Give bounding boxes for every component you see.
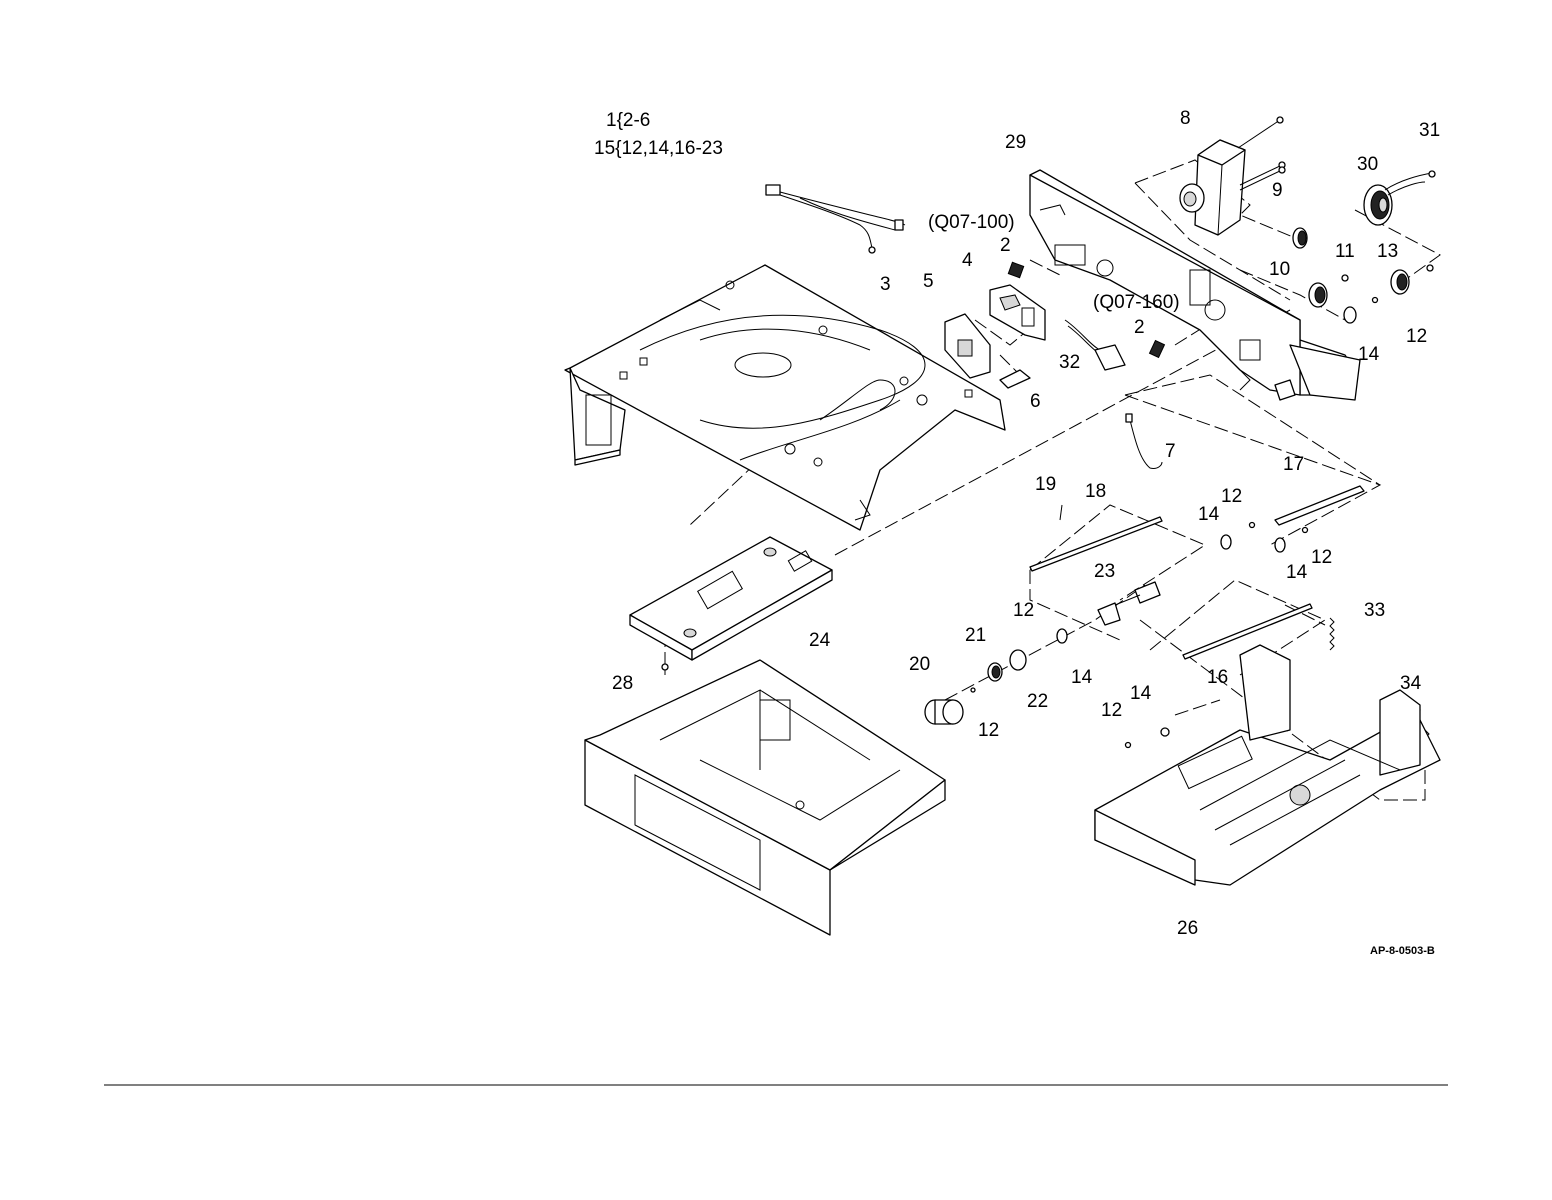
callout-26: 26 xyxy=(1177,918,1198,939)
callout-23: 23 xyxy=(1094,561,1115,582)
callout-4: 4 xyxy=(962,250,973,271)
callout-5: 5 xyxy=(923,271,934,292)
callout-9: 9 xyxy=(1272,180,1283,201)
callout-13: 13 xyxy=(1377,241,1398,262)
gear-10 xyxy=(1309,283,1327,307)
drive-motor xyxy=(1180,117,1285,235)
callout-q07-160: (Q07-160) xyxy=(1093,292,1180,313)
figure-id: AP-8-0503-B xyxy=(1370,945,1435,957)
bearing-14-top xyxy=(1344,298,1378,324)
callout-2-upper: 2 xyxy=(1000,235,1011,256)
callout-3: 3 xyxy=(880,274,891,295)
callout-12-top: 12 xyxy=(1406,326,1427,347)
connector-lower xyxy=(1150,341,1165,358)
callout-12-mid: 12 xyxy=(1221,486,1242,507)
callout-2-lower: 2 xyxy=(1134,317,1145,338)
callout-28: 28 xyxy=(612,673,633,694)
callout-12-right: 12 xyxy=(1311,547,1332,568)
connector-upper xyxy=(1008,262,1023,277)
callout-14-mid: 14 xyxy=(1198,504,1220,525)
small-bracket xyxy=(1000,370,1030,388)
harness-7 xyxy=(1126,414,1162,468)
callout-12-roller: 12 xyxy=(1013,600,1034,621)
callout-32: 32 xyxy=(1059,352,1080,373)
callout-31: 31 xyxy=(1419,120,1440,141)
clip-11 xyxy=(1342,275,1348,281)
callout-18: 18 xyxy=(1085,481,1106,502)
spring-33 xyxy=(1330,618,1334,650)
sensor-pwb xyxy=(945,314,990,378)
callout-11: 11 xyxy=(1335,241,1355,262)
callout-33: 33 xyxy=(1364,600,1385,621)
callout-16: 16 xyxy=(1207,667,1228,688)
callout-7: 7 xyxy=(1165,441,1176,462)
callout-19: 19 xyxy=(1035,474,1056,495)
callout-12-feeder: 12 xyxy=(1101,700,1122,721)
callout-10: 10 xyxy=(1269,259,1290,280)
callout-14-right: 14 xyxy=(1286,562,1308,583)
sensor-bracket xyxy=(990,285,1045,340)
clutch-gear-assembly xyxy=(1364,171,1435,225)
callout-6: 6 xyxy=(1030,391,1041,412)
callout-30: 30 xyxy=(1357,154,1378,175)
note-line-2: 15{12,14,16-23 xyxy=(594,138,723,159)
feed-head xyxy=(630,537,832,675)
paper-tray xyxy=(585,660,945,935)
callout-22: 22 xyxy=(1027,691,1048,712)
callout-34: 34 xyxy=(1400,673,1422,694)
callout-14-top: 14 xyxy=(1358,344,1380,365)
callout-17: 17 xyxy=(1283,454,1304,475)
callout-14-roller: 14 xyxy=(1071,667,1093,688)
gear-13 xyxy=(1391,265,1433,294)
base-plate xyxy=(565,265,1005,530)
note-line-1: 1{2-6 xyxy=(606,110,650,131)
callout-29: 29 xyxy=(1005,132,1026,153)
callout-q07-100: (Q07-100) xyxy=(928,212,1015,233)
callout-14-feeder: 14 xyxy=(1130,683,1152,704)
wire-harness xyxy=(766,185,905,253)
callout-20: 20 xyxy=(909,654,930,675)
gear-9 xyxy=(1293,228,1307,248)
callout-8: 8 xyxy=(1180,108,1191,129)
callout-12-roller-low: 12 xyxy=(978,720,999,741)
feeder-frame xyxy=(1095,645,1440,885)
roll-holder xyxy=(1098,582,1160,625)
callout-24: 24 xyxy=(809,630,831,651)
shaft-17 xyxy=(1275,486,1364,525)
callout-21: 21 xyxy=(965,625,986,646)
bearings-mid xyxy=(1221,523,1308,553)
